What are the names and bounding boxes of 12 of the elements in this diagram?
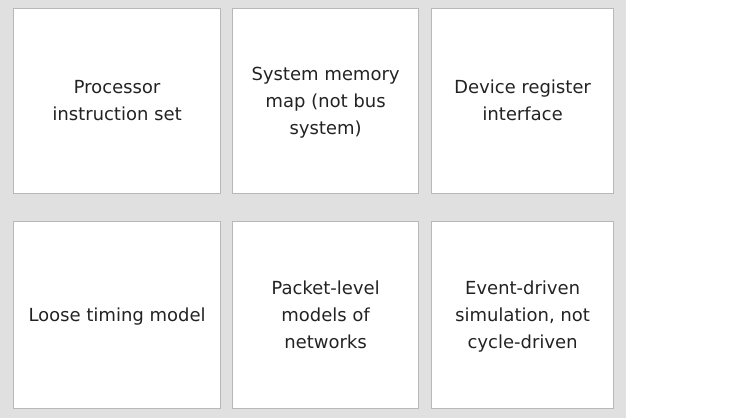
box-text: Packet-level models of networks <box>270 276 381 354</box>
text-box <box>13 8 221 194</box>
text-box <box>232 8 419 194</box>
box-text: Event-driven simulation, not cycle-driven <box>454 276 591 354</box>
box-text: Loose timing model <box>28 304 206 328</box>
box-text: Device register interface <box>453 76 592 127</box>
text-box <box>13 221 221 409</box>
text-box <box>232 221 419 409</box>
text-box <box>431 8 614 194</box>
box-text: System memory map (not bus system) <box>250 62 401 140</box>
text-box <box>431 221 614 409</box>
box-text: Processor instruction set <box>51 76 183 127</box>
